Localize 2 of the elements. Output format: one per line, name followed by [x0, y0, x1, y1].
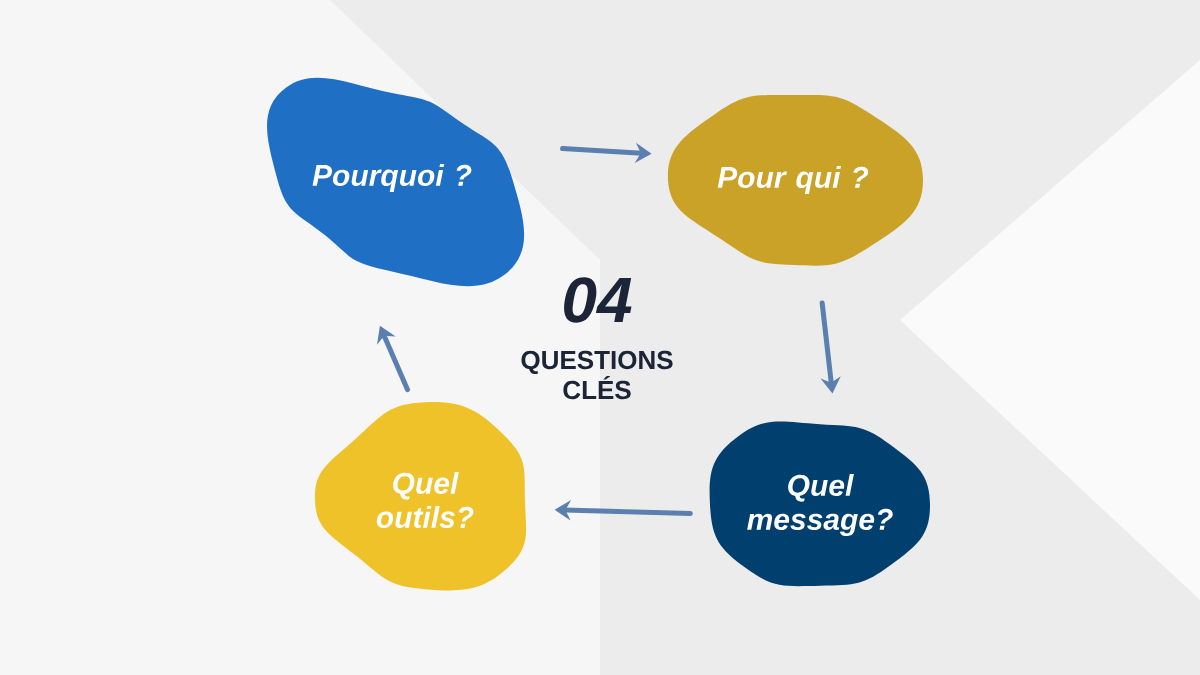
center-text: 04: [564, 277, 632, 323]
center-text: QUESTIONS CLÉS: [521, 350, 673, 400]
